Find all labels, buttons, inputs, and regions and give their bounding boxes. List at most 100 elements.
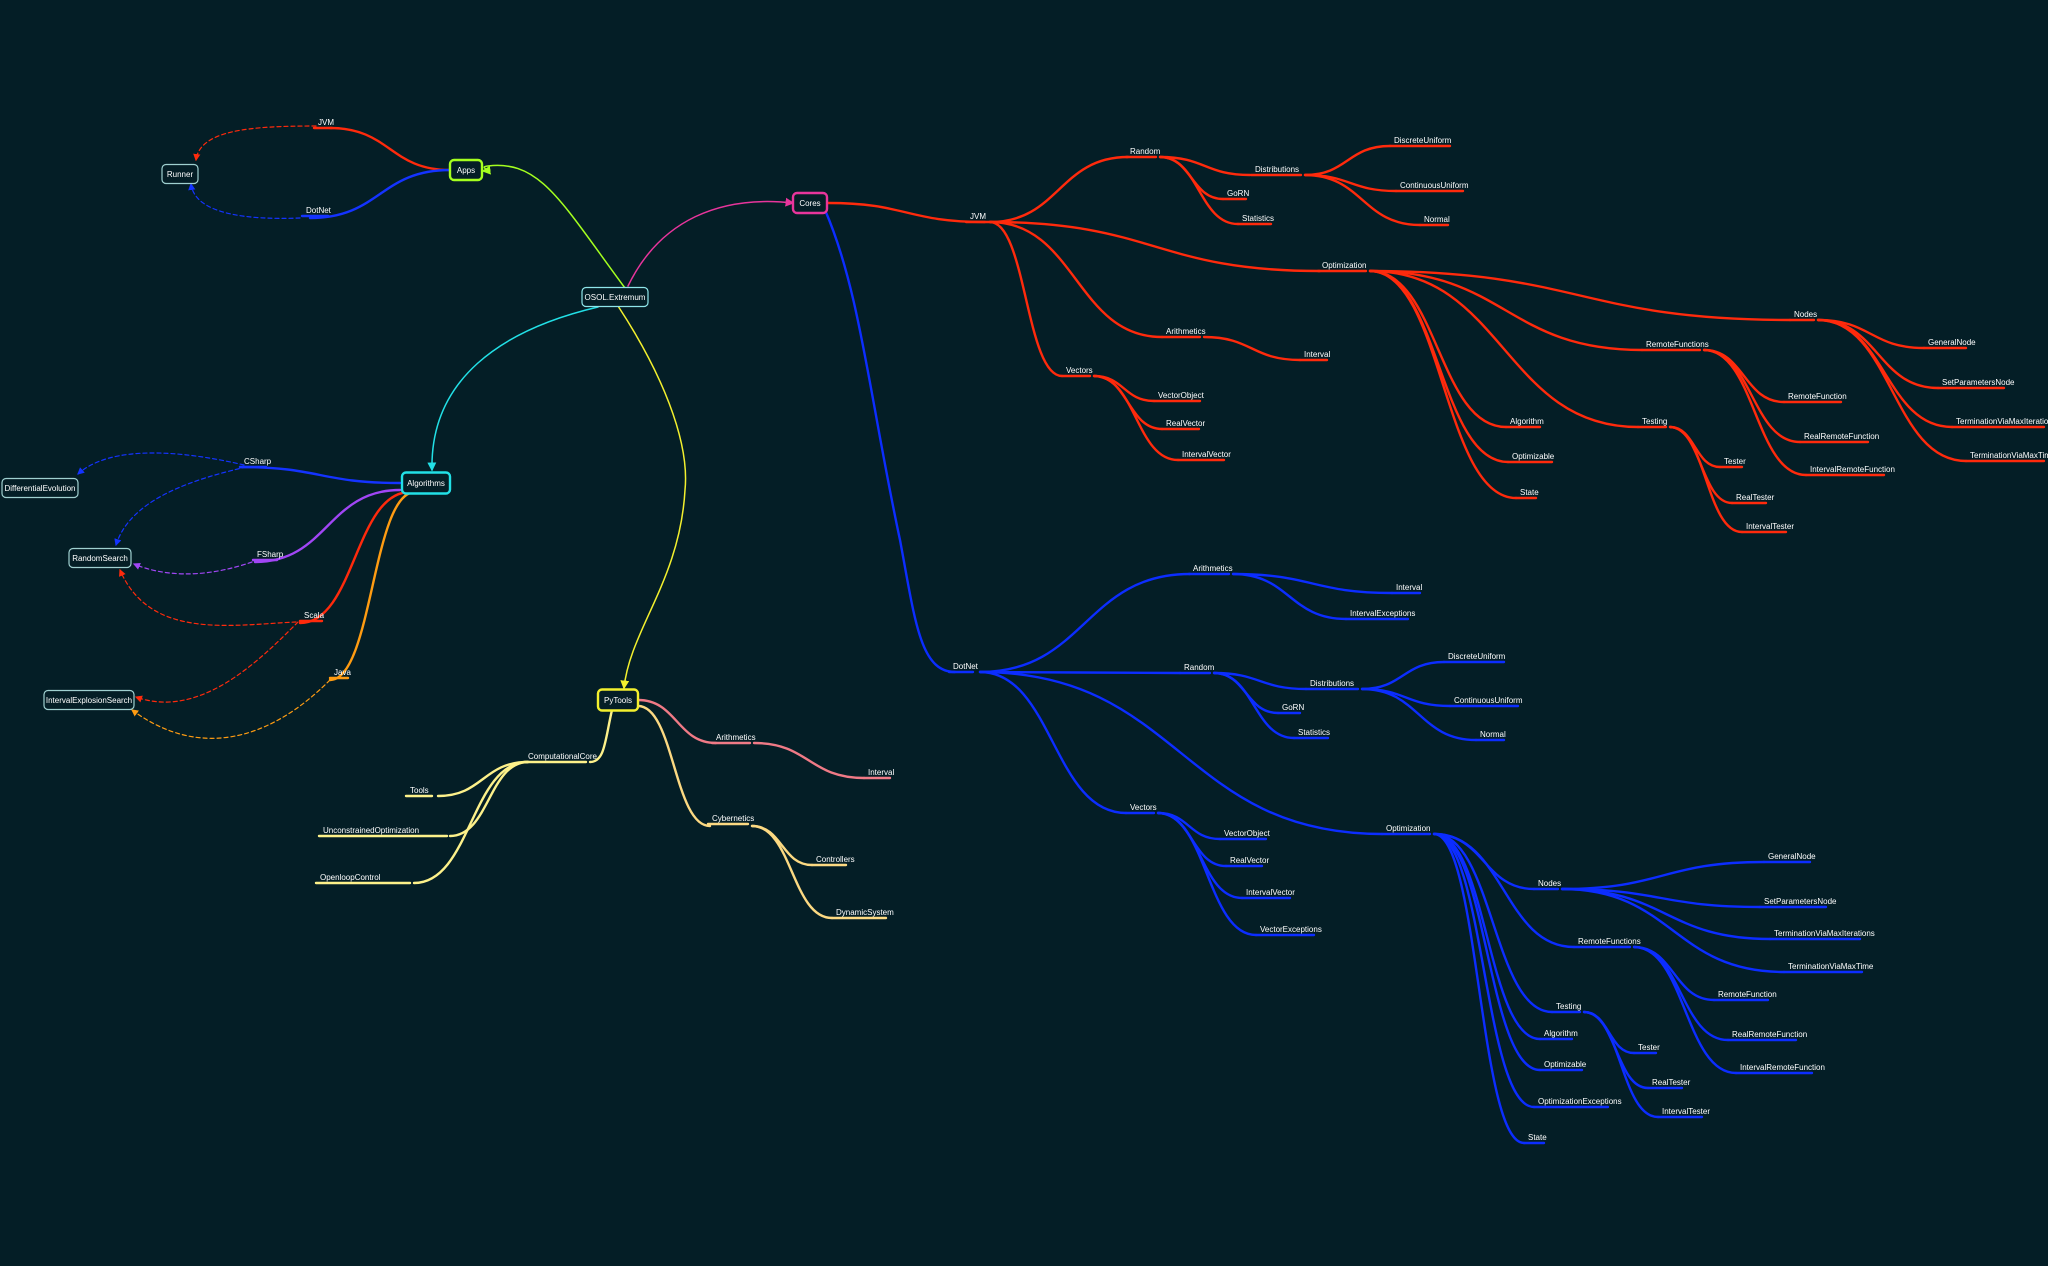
edge-dn-opt-optimizable <box>1432 832 1542 1072</box>
label-jvm-arithmetics: Arithmetics <box>1166 327 1206 336</box>
hub-apps[interactable]: Apps <box>448 158 484 182</box>
edge-nodes-maxtime <box>1816 318 1968 463</box>
label-jvm-remote-function: RemoteFunction <box>1788 392 1847 401</box>
edge-jvm-vectors <box>988 220 1064 378</box>
edge-nodes-general <box>1816 318 1926 350</box>
edge-dn-dist-normal <box>1360 687 1478 742</box>
label-jvm-tester: Tester <box>1724 457 1746 466</box>
label-jvm-real-remote-function: RealRemoteFunction <box>1804 432 1879 441</box>
label-pytools-dynamic-system: DynamicSystem <box>836 908 894 917</box>
edge-dist-discrete <box>1303 144 1392 177</box>
runner-node[interactable]: Runner <box>161 163 199 185</box>
label-algorithms-java: Java <box>334 668 351 677</box>
edge-core-unconstrained <box>448 760 530 838</box>
label-dotnet-random: Random <box>1184 663 1215 672</box>
edge-dn-rf-real <box>1632 945 1730 1042</box>
edge-dn-opt-exc <box>1432 832 1536 1109</box>
label-apps-dotnet: DotNet <box>306 206 332 215</box>
label-jvm-vector-object: VectorObject <box>1158 391 1205 400</box>
edge-csharp-de <box>77 452 245 475</box>
differential-evolution-node[interactable]: DifferentialEvolution <box>1 477 79 499</box>
edge-py-controllers <box>750 824 814 867</box>
edge-dn-opt-testing <box>1432 832 1554 1014</box>
label-dotnet-nodes: Nodes <box>1538 879 1561 888</box>
label-jvm-set-parameters-node: SetParametersNode <box>1942 378 2015 387</box>
edge-testing-interval <box>1668 425 1744 534</box>
hub-pytools[interactable]: PyTools <box>596 688 640 712</box>
label-jvm-random: Random <box>1130 147 1161 156</box>
edge-random-statistics <box>1158 155 1240 226</box>
edge-py-core <box>588 708 614 764</box>
random-search-node-text: RandomSearch <box>72 554 128 563</box>
label-jvm-state: State <box>1520 488 1539 497</box>
label-dotnet-real-vector: RealVector <box>1230 856 1269 865</box>
label-dotnet-remote-function: RemoteFunction <box>1718 990 1777 999</box>
label-dotnet-general-node: GeneralNode <box>1768 852 1816 861</box>
label-dotnet-arithmetics: Arithmetics <box>1193 564 1233 573</box>
edge-dn-vec-exc <box>1156 811 1258 937</box>
edges-layer <box>77 125 1968 1145</box>
label-dotnet-discrete-uniform: DiscreteUniform <box>1448 652 1506 661</box>
label-jvm-discrete-uniform: DiscreteUniform <box>1394 136 1452 145</box>
edge-csharp-rs <box>114 466 247 547</box>
label-jvm-vectors: Vectors <box>1066 366 1093 375</box>
edge-rf-remote <box>1702 348 1786 404</box>
labels-layer: JVMDotNetJVMRandomDistributionsDiscreteU… <box>238 118 2048 1145</box>
edge-random-distributions <box>1158 155 1252 177</box>
label-dotnet-vectors: Vectors <box>1130 803 1157 812</box>
label-jvm-testing: Testing <box>1642 417 1667 426</box>
label-pytools-interval: Interval <box>868 768 894 777</box>
edge-cores-jvm <box>826 201 987 224</box>
hub-pytools-frame <box>596 688 640 712</box>
edge-dn-nodes-maxtime <box>1560 887 1786 974</box>
hub-algorithms-text: Algorithms <box>407 479 445 488</box>
edge-opt-testing <box>1368 269 1640 429</box>
edge-testing-tester <box>1668 425 1722 469</box>
random-search-node-frame <box>68 547 132 569</box>
edge-dn-testing-interval <box>1582 1010 1660 1119</box>
label-jvm-gorn: GoRN <box>1227 189 1249 198</box>
label-algorithms-fsharp: FSharp <box>257 550 284 559</box>
edge-dn-vectors <box>978 670 1128 815</box>
edge-dn-arith-exc <box>1231 572 1348 621</box>
edge-root-algorithms <box>427 306 599 472</box>
edge-alg-java <box>328 490 417 682</box>
label-jvm-interval-remote-function: IntervalRemoteFunction <box>1810 465 1895 474</box>
label-jvm-distributions: Distributions <box>1255 165 1299 174</box>
label-dotnet-real-tester: RealTester <box>1652 1078 1691 1087</box>
label-jvm-remote-functions: RemoteFunctions <box>1646 340 1709 349</box>
label-jvm-continuous-uniform: ContinuousUniform <box>1400 181 1469 190</box>
edge-root-apps <box>481 164 626 289</box>
label-dotnet-gorn: GoRN <box>1282 703 1304 712</box>
edge-jvm-runner <box>193 125 317 162</box>
edge-cores-dotnet <box>823 208 957 674</box>
label-dotnet-optimizable: Optimizable <box>1544 1060 1587 1069</box>
edge-dn-arithmetics <box>978 572 1192 674</box>
random-search-node[interactable]: RandomSearch <box>68 547 132 569</box>
hub-cores-text: Cores <box>799 199 820 208</box>
runner-node-text: Runner <box>167 170 194 179</box>
edge-opt-state <box>1368 269 1518 500</box>
label-jvm-termination-via-max-time: TerminationViaMaxTime <box>1970 451 2048 460</box>
label-dotnet-label: DotNet <box>953 662 979 671</box>
edge-arith-interval <box>1202 335 1302 362</box>
edge-dn-opt-state <box>1432 832 1526 1145</box>
edge-alg-scala <box>298 490 412 625</box>
label-jvm-label: JVM <box>970 212 986 221</box>
label-jvm-normal: Normal <box>1424 215 1450 224</box>
label-dotnet-statistics: Statistics <box>1298 728 1330 737</box>
label-jvm-real-tester: RealTester <box>1736 493 1775 502</box>
edge-dn-random <box>978 670 1182 675</box>
edge-dotnet-runner <box>188 182 301 219</box>
root-node[interactable]: OSOL.Extremum <box>581 286 649 308</box>
label-dotnet-tester: Tester <box>1638 1043 1660 1052</box>
label-dotnet-normal: Normal <box>1480 730 1506 739</box>
interval-explosion-search-node[interactable]: IntervalExplosionSearch <box>43 689 135 711</box>
label-pytools-unconstrained-optimization: UnconstrainedOptimization <box>323 826 419 835</box>
hub-cores[interactable]: Cores <box>791 191 829 215</box>
edge-core-openloop <box>412 760 530 885</box>
hub-algorithms[interactable]: Algorithms <box>400 471 452 495</box>
label-dotnet-interval-tester: IntervalTester <box>1662 1107 1710 1116</box>
